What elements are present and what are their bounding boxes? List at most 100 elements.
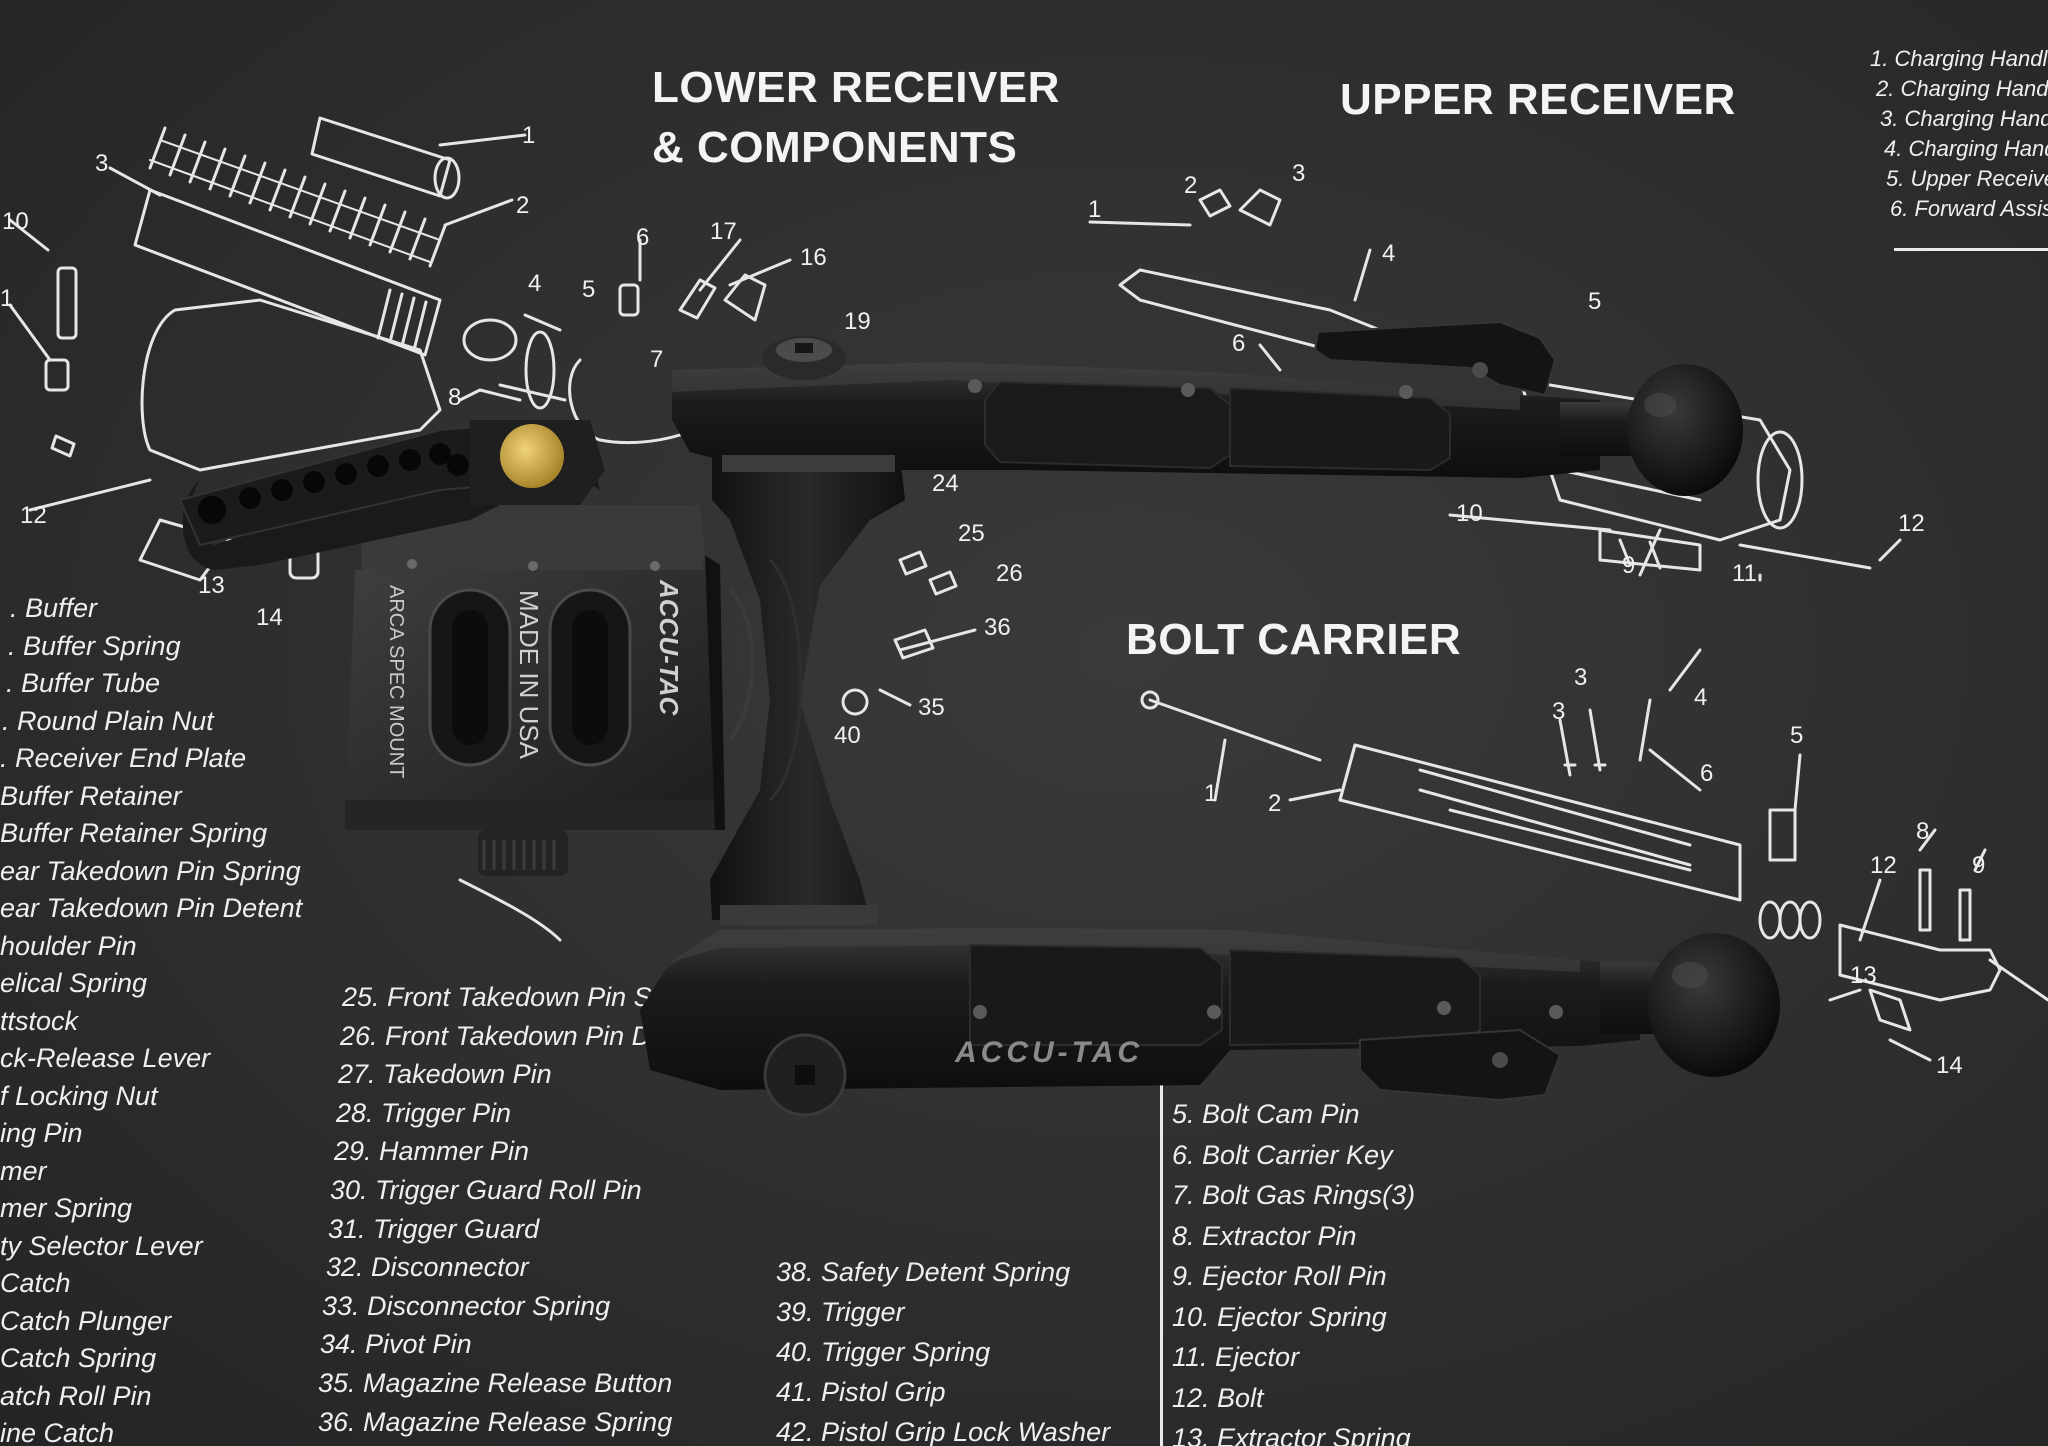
list-item: 39. Trigger bbox=[776, 1297, 905, 1327]
list-item: 27. Takedown Pin bbox=[338, 1059, 552, 1090]
callout-number: 1 bbox=[1088, 196, 1102, 223]
callout-number: 35 bbox=[918, 694, 945, 721]
upper-receiver-parts-list: 1. Charging Handle 2. Charging Handle 3.… bbox=[1870, 44, 2048, 224]
callout-number: 3 bbox=[95, 150, 109, 177]
callout-number: 5 bbox=[582, 276, 596, 303]
upper-receiver-heading: UPPER RECEIVER bbox=[1340, 75, 1736, 124]
list-item: 11. Ejector bbox=[1172, 1342, 1300, 1372]
callout-number: 5 bbox=[1790, 722, 1804, 749]
list-item: 6. Forward Assis bbox=[1890, 196, 2048, 221]
list-item: . Round Plain Nut bbox=[2, 705, 214, 736]
list-item: 30. Trigger Guard Roll Pin bbox=[330, 1174, 642, 1205]
list-item: 29. Hammer Pin bbox=[334, 1136, 530, 1167]
list-item: 28. Trigger Pin bbox=[336, 1097, 512, 1128]
lower-leg: ACCU-TAC bbox=[640, 928, 1780, 1117]
callout-number: 11 bbox=[1732, 560, 1757, 587]
callout-number: 3 bbox=[1574, 664, 1588, 691]
callout-number: 7 bbox=[650, 346, 664, 373]
callout-number: 2 bbox=[1268, 790, 1282, 817]
buttstock-drawing bbox=[140, 298, 442, 472]
callout-number: 2 bbox=[516, 192, 530, 219]
list-item: mer bbox=[0, 1155, 47, 1186]
tension-lever bbox=[178, 418, 605, 570]
list-item: houlder Pin bbox=[0, 930, 137, 961]
list-item: 36. Magazine Release Spring bbox=[318, 1406, 673, 1437]
list-item: 6. Bolt Carrier Key bbox=[1172, 1139, 1393, 1170]
callout-number: 26 bbox=[996, 560, 1023, 587]
list-item: 35. Magazine Release Button bbox=[318, 1367, 673, 1398]
lower-receiver-heading-line2: & COMPONENTS bbox=[652, 123, 1018, 172]
list-item: 12. Bolt bbox=[1172, 1382, 1264, 1413]
callout-number: 12 bbox=[1898, 510, 1925, 537]
upper-list-rule bbox=[1894, 248, 2048, 251]
list-item: 32. Disconnector bbox=[326, 1252, 529, 1283]
list-item: 13. Extractor Spring bbox=[1172, 1423, 1411, 1446]
list-item: 7. Bolt Gas Rings(3) bbox=[1172, 1180, 1416, 1210]
list-item: Catch Spring bbox=[0, 1343, 157, 1373]
list-item: 4. Charging Hand bbox=[1884, 136, 2048, 161]
callout-number: 25 bbox=[958, 520, 985, 547]
list-item: 10. Ejector Spring bbox=[1172, 1301, 1387, 1332]
list-item: . Buffer Tube bbox=[6, 668, 161, 698]
bolt-carrier-heading: BOLT CARRIER bbox=[1126, 615, 1462, 664]
list-item: 3. Charging Handl bbox=[1880, 106, 2048, 131]
mount-engraving-made-in-usa: MADE IN USA bbox=[514, 590, 544, 760]
list-item: Catch bbox=[0, 1268, 71, 1298]
callout-number: 17 bbox=[710, 218, 737, 245]
callout-number: 24 bbox=[932, 470, 959, 497]
callout-number: 13 bbox=[1850, 962, 1877, 989]
list-item: mer Spring bbox=[0, 1193, 133, 1223]
callout-number: 6 bbox=[1700, 760, 1714, 787]
lower-receiver-parts-list-right: 38. Safety Detent Spring 39. Trigger 40.… bbox=[776, 1252, 1110, 1446]
callout-number: 6 bbox=[1232, 330, 1246, 357]
callout-number: 14 bbox=[1936, 1052, 1963, 1079]
callout-number: 4 bbox=[1382, 240, 1396, 267]
list-item: f Locking Nut bbox=[0, 1080, 158, 1111]
list-item: . Buffer bbox=[10, 593, 98, 623]
list-item: elical Spring bbox=[0, 968, 148, 998]
bolt-carrier-parts-list: 5. Bolt Cam Pin 6. Bolt Carrier Key 7. B… bbox=[1172, 1094, 1415, 1446]
list-item: 26. Front Takedown Pin Deter bbox=[340, 1020, 698, 1051]
lower-receiver-parts-list-left: . Buffer . Buffer Spring . Buffer Tube .… bbox=[0, 590, 302, 1446]
buffer-spring-drawing bbox=[148, 126, 447, 268]
lower-receiver-heading-line1: LOWER RECEIVER bbox=[652, 63, 1060, 112]
callout-number: 3 bbox=[1292, 160, 1306, 187]
list-item: ty Selector Lever bbox=[0, 1230, 203, 1261]
callout-number: 6 bbox=[636, 224, 650, 251]
callout-number: 5 bbox=[1588, 288, 1602, 315]
brass-tension-knob bbox=[500, 424, 564, 488]
list-item: 5. Upper Receive bbox=[1886, 166, 2048, 191]
list-item: ear Takedown Pin Detent bbox=[0, 893, 303, 923]
list-item: . Buffer Spring bbox=[8, 630, 181, 661]
bolt-list-divider bbox=[1160, 1080, 1163, 1446]
list-item: ttstock bbox=[0, 1005, 79, 1036]
callout-number: 16 bbox=[800, 244, 827, 271]
list-item: 31. Trigger Guard bbox=[328, 1213, 540, 1244]
list-item: 38. Safety Detent Spring bbox=[776, 1257, 1071, 1287]
callout-number: 3 bbox=[1552, 698, 1566, 725]
callout-number: 2 bbox=[1184, 172, 1198, 199]
list-item: 2. Charging Handle bbox=[1876, 76, 2048, 101]
callout-number: 12 bbox=[1870, 852, 1897, 879]
list-item: 8. Extractor Pin bbox=[1172, 1220, 1357, 1251]
list-item: 41. Pistol Grip bbox=[776, 1377, 946, 1407]
callout-number: 9 bbox=[1622, 552, 1636, 579]
callout-number: 8 bbox=[448, 384, 462, 411]
list-item: Buffer Retainer bbox=[0, 780, 182, 811]
list-item: 33. Disconnector Spring bbox=[322, 1290, 611, 1321]
mount-engraving-brand: ACCU-TAC bbox=[654, 579, 684, 716]
callout-number: 10 bbox=[2, 208, 29, 235]
callout-number: 19 bbox=[844, 308, 871, 335]
mount-engraving-arca: ARCA SPEC MOUNT bbox=[385, 585, 407, 778]
lower-receiver-parts-list-middle: 25. Front Takedown Pin Spring 26. Front … bbox=[318, 978, 712, 1441]
list-item: 34. Pivot Pin bbox=[320, 1329, 472, 1360]
leg-engraving-brand: ACCU-TAC bbox=[954, 1036, 1143, 1069]
list-item: 9. Ejector Roll Pin bbox=[1172, 1261, 1387, 1291]
firing-pin-drawing bbox=[1148, 698, 1322, 762]
callout-number: 14 bbox=[256, 604, 283, 631]
list-item: . Receiver End Plate bbox=[0, 743, 247, 773]
callout-number: 1 bbox=[522, 122, 536, 149]
list-item: 42. Pistol Grip Lock Washer bbox=[776, 1417, 1111, 1446]
